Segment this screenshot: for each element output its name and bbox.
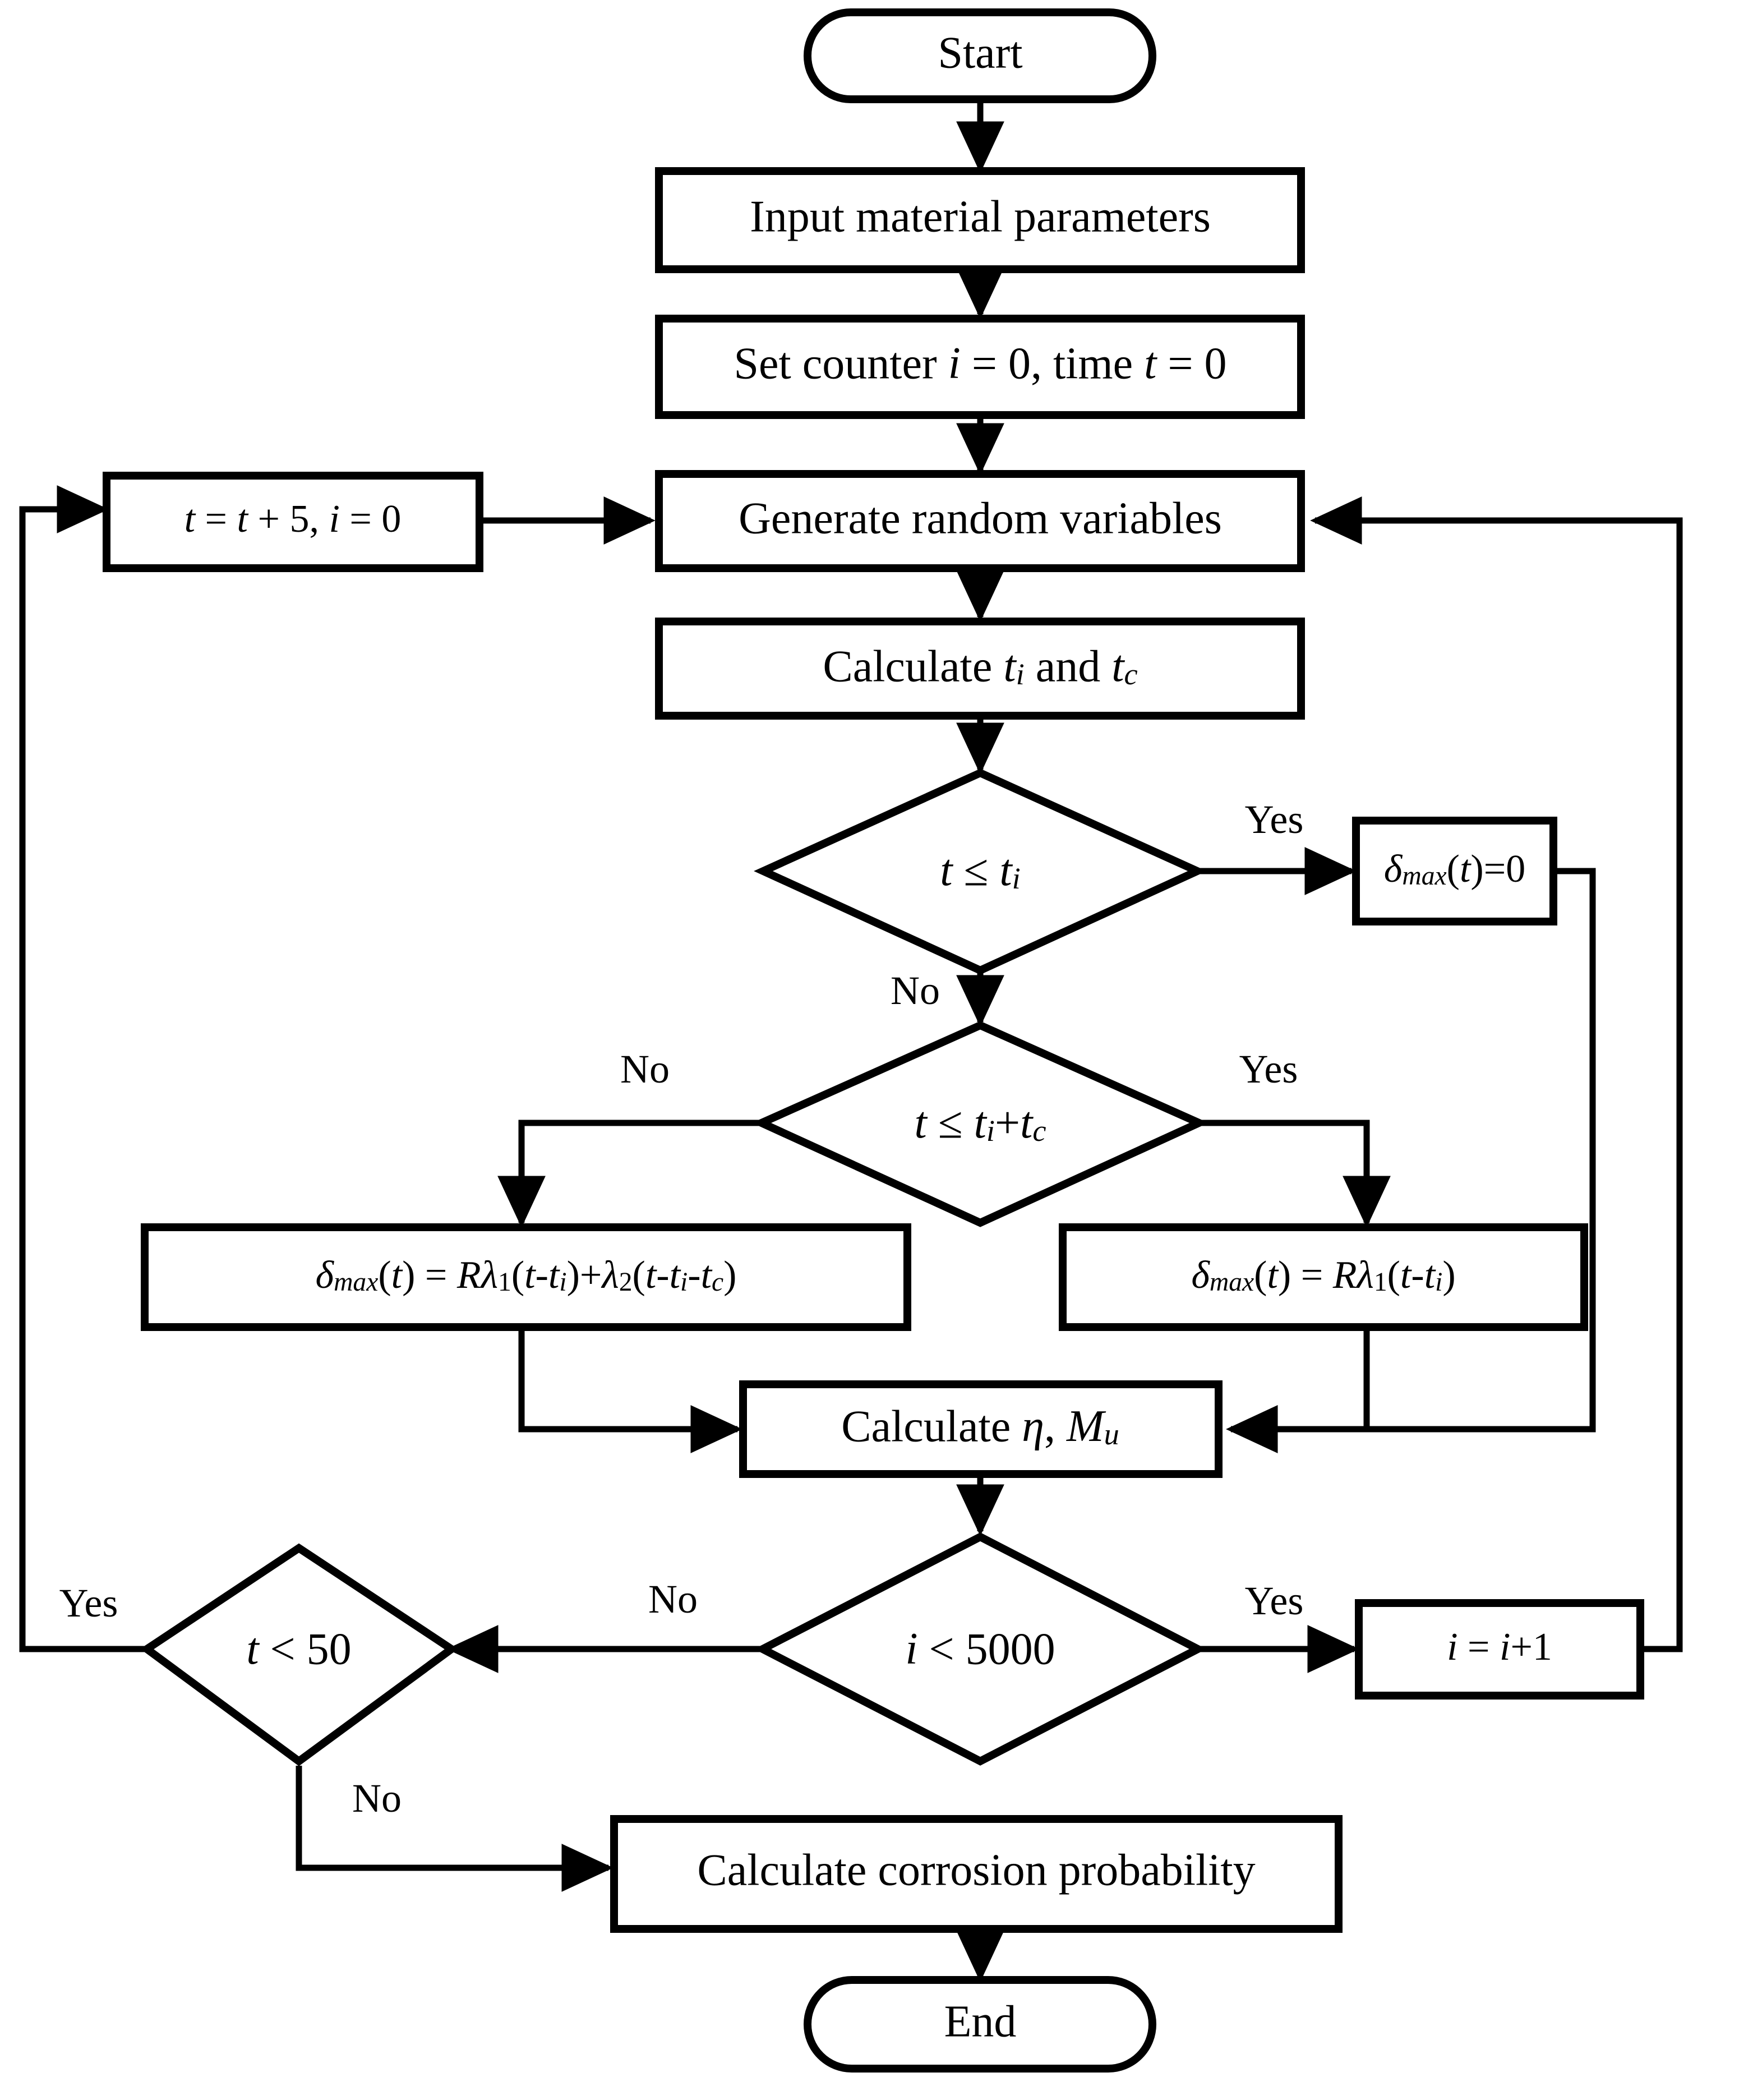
- node-setcounter-label: Set counter i = 0, time t = 0: [734, 339, 1226, 388]
- node-increment-time[interactable]: t = t + 5, i = 0: [103, 472, 483, 572]
- node-deltaleft-label: δmax(t) = Rλ1(t-ti)+λ2(t-ti-tc): [316, 1254, 737, 1297]
- node-calculate-ti-tc[interactable]: Calculate ti and tc: [655, 618, 1305, 720]
- node-start[interactable]: Start: [804, 8, 1156, 103]
- node-deltaright-label: δmax(t) = Rλ1(t-ti): [1191, 1254, 1455, 1297]
- node-calculate-corrosion-probability[interactable]: Calculate corrosion probability: [610, 1815, 1343, 1933]
- node-end[interactable]: End: [804, 1976, 1156, 2073]
- edge-incrementi-to-generate: [1310, 496, 1683, 1652]
- node-decision-t-le-ti-tc[interactable]: t ≤ ti+tc: [751, 1021, 1209, 1227]
- edge-deltazero-to-calceta: [1226, 868, 1596, 1453]
- edge-dectitc-no-to-deltaleft: [497, 1120, 762, 1228]
- node-generate-random-variables[interactable]: Generate random variables: [655, 470, 1305, 572]
- node-decision-t-lt-50[interactable]: t < 50: [140, 1543, 459, 1766]
- node-end-label: End: [944, 1997, 1017, 2046]
- node-decision-t-le-ti[interactable]: t ≤ ti: [754, 768, 1207, 975]
- node-deci5000-label: i < 5000: [905, 1624, 1055, 1674]
- node-input-label: Input material parameters: [750, 192, 1211, 241]
- node-decision-i-lt-5000[interactable]: i < 5000: [754, 1532, 1207, 1766]
- node-dect50-label: t < 50: [246, 1624, 351, 1674]
- edge-label-no-i5000: No: [648, 1577, 698, 1622]
- node-input-material-parameters[interactable]: Input material parameters: [655, 167, 1305, 273]
- node-calculate-eta-mu[interactable]: Calculate η, Mu: [739, 1380, 1223, 1478]
- node-delta-max-right-formula[interactable]: δmax(t) = Rλ1(t-ti): [1059, 1223, 1588, 1331]
- node-set-counter[interactable]: Set counter i = 0, time t = 0: [655, 315, 1305, 419]
- edge-label-no-titc: No: [620, 1047, 670, 1092]
- edge-deltaleft-to-calceta: [518, 1328, 742, 1453]
- node-generate-label: Generate random variables: [739, 494, 1222, 543]
- edge-dect50-yes-to-incrementt: [19, 485, 147, 1652]
- node-increment-i[interactable]: i = i+1: [1355, 1599, 1644, 1700]
- edge-deltaright-to-calceta: [1226, 1328, 1370, 1453]
- edge-label-yes-titc: Yes: [1239, 1047, 1298, 1092]
- edge-label-yes-ti: Yes: [1245, 797, 1304, 842]
- node-start-label: Start: [938, 28, 1022, 77]
- edge-label-no-t50: No: [352, 1776, 402, 1821]
- node-calct-label: Calculate ti and tc: [823, 642, 1137, 691]
- edge-dect50-no-to-calcprob: [296, 1766, 614, 1892]
- edge-dectitc-yes-to-deltaright: [1199, 1120, 1391, 1228]
- node-decti-label: t ≤ ti: [940, 846, 1021, 895]
- node-dectitc-label: t ≤ ti+tc: [914, 1098, 1046, 1148]
- edge-label-yes-t50: Yes: [59, 1581, 118, 1625]
- node-incrementt-label: t = t + 5, i = 0: [184, 498, 402, 541]
- node-delta-max-zero[interactable]: δmax(t)=0: [1352, 817, 1557, 925]
- node-incrementi-label: i = i+1: [1447, 1625, 1552, 1669]
- node-delta-max-left-formula[interactable]: δmax(t) = Rλ1(t-ti)+λ2(t-ti-tc): [141, 1223, 911, 1331]
- node-calcprob-label: Calculate corrosion probability: [697, 1845, 1255, 1895]
- edge-label-no-ti: No: [891, 968, 940, 1013]
- edge-label-yes-i5000: Yes: [1245, 1578, 1304, 1623]
- node-calceta-label: Calculate η, Mu: [841, 1402, 1119, 1451]
